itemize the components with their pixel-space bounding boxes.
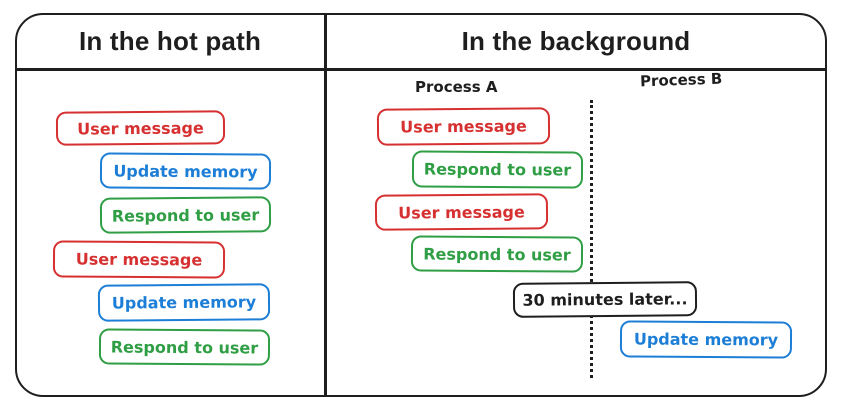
- box-user-message: User message: [374, 193, 549, 231]
- process-b-label: Process B: [639, 69, 723, 91]
- box-update-memory: Update memory: [99, 152, 272, 190]
- panel-divider: [324, 14, 327, 397]
- box-user-message: User message: [55, 110, 226, 146]
- box-update-memory: Update memory: [97, 283, 271, 322]
- box-respond-to-user: Respond to user: [99, 196, 272, 234]
- process-divider-dotted-line: [590, 100, 593, 378]
- background-title: In the background: [461, 25, 691, 56]
- process-a-label: Process A: [415, 78, 498, 96]
- box-respond-to-user: Respond to user: [98, 328, 271, 366]
- box-user-message: User message: [376, 107, 551, 146]
- box-30-minutes-later: 30 minutes later...: [512, 281, 698, 318]
- header-divider: [16, 68, 826, 71]
- box-update-memory: Update memory: [619, 320, 793, 359]
- box-respond-to-user: Respond to user: [410, 235, 584, 273]
- box-user-message: User message: [52, 240, 226, 279]
- box-respond-to-user: Respond to user: [411, 150, 584, 189]
- hot-path-title: In the hot path: [78, 25, 262, 56]
